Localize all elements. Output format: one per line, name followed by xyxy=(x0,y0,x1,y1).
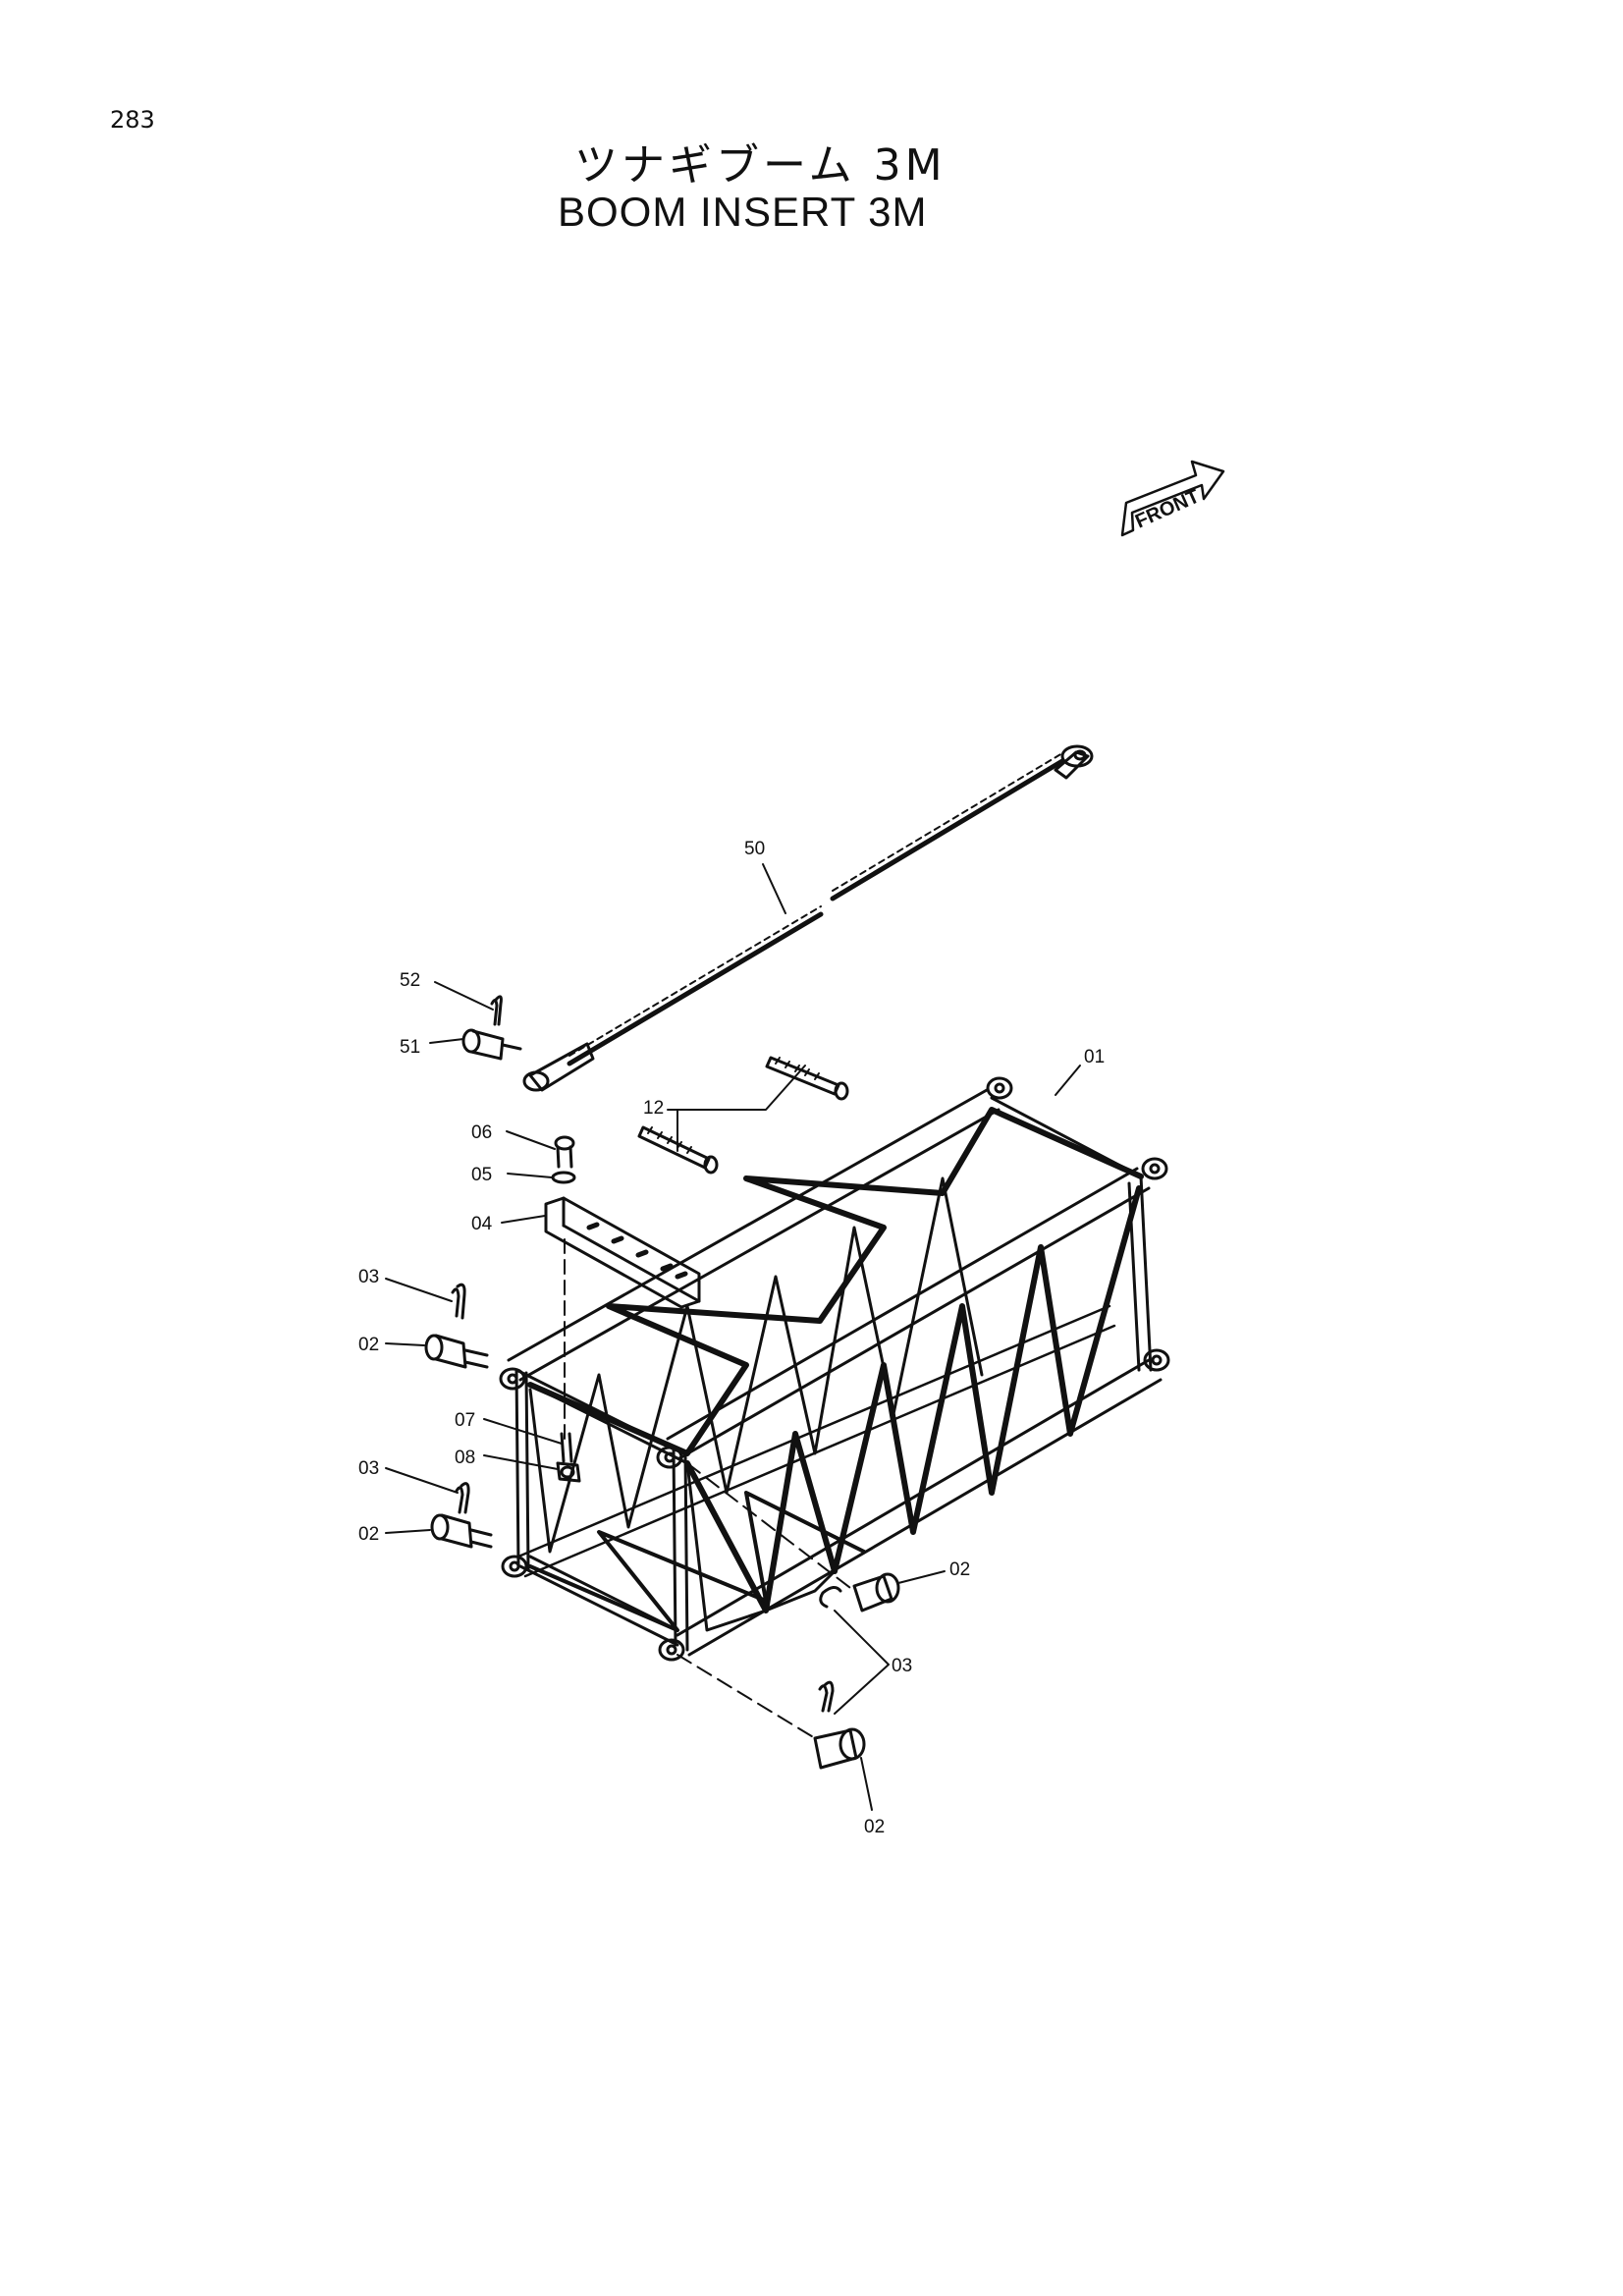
pin-07 xyxy=(560,1432,573,1463)
boom-insert-frame xyxy=(499,1076,1170,1662)
pin-02-bottom xyxy=(676,1654,866,1770)
boom-cable xyxy=(522,744,1094,1092)
pin-51 xyxy=(461,1028,522,1061)
clip-52 xyxy=(490,995,503,1026)
callout-03-b: 03 xyxy=(358,1458,379,1479)
callout-02-a: 02 xyxy=(358,1335,379,1355)
callout-02-d: 02 xyxy=(864,1817,885,1837)
title-english: BOOM INSERT 3M xyxy=(558,189,928,235)
page-number: 283 xyxy=(110,106,155,134)
front-label: FRONT xyxy=(1132,485,1203,532)
leader-lines xyxy=(385,863,1081,1811)
callout-07: 07 xyxy=(455,1410,475,1431)
clip-03-upper-left xyxy=(451,1283,466,1320)
pin-02-right xyxy=(686,1462,900,1613)
callout-03-c: 03 xyxy=(892,1656,912,1676)
title-japanese: ツナギブーム 3M xyxy=(574,140,947,191)
callout-03-a: 03 xyxy=(358,1267,379,1287)
pin-02-upper-left xyxy=(424,1334,489,1369)
front-arrow-icon: FRONT xyxy=(1120,460,1225,537)
clip-03-right xyxy=(819,1586,842,1609)
callout-51: 51 xyxy=(400,1037,420,1058)
callout-02-c: 02 xyxy=(949,1559,970,1580)
block-04 xyxy=(544,1196,701,1440)
callout-08: 08 xyxy=(455,1448,475,1468)
pin-02-lower-left xyxy=(430,1513,493,1549)
callout-01: 01 xyxy=(1084,1047,1105,1067)
clip-03-bottom xyxy=(818,1680,835,1713)
callout-50: 50 xyxy=(744,839,765,859)
callout-05: 05 xyxy=(471,1165,492,1185)
nut-08 xyxy=(556,1461,581,1483)
callout-04: 04 xyxy=(471,1214,493,1234)
callout-06: 06 xyxy=(471,1122,492,1143)
callout-02-b: 02 xyxy=(358,1524,379,1545)
clip-03-lower-left xyxy=(455,1482,470,1514)
callout-12: 12 xyxy=(643,1098,664,1119)
bolt-06 xyxy=(554,1135,575,1169)
washer-05 xyxy=(551,1171,576,1184)
bolts-12 xyxy=(637,1056,849,1175)
callout-52: 52 xyxy=(400,970,420,991)
